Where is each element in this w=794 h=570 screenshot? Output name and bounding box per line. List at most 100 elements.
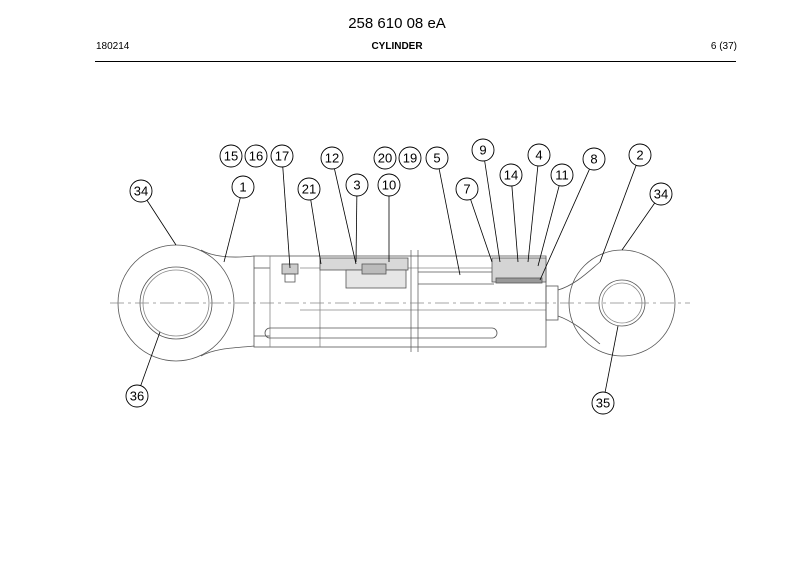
callout-label: 2 (636, 148, 643, 163)
callout-circle (129, 179, 153, 203)
leader-line (334, 168, 357, 265)
callout-label: 12 (325, 151, 339, 166)
callout-4: 4 (527, 143, 551, 167)
callout-label: 14 (504, 168, 518, 183)
callout-label: 8 (590, 152, 597, 167)
leader-line (438, 168, 461, 276)
callout-34: 34 (649, 182, 673, 206)
callout-label: 21 (302, 182, 316, 197)
right-neck-bottom (557, 315, 601, 345)
leader-line (282, 166, 291, 269)
leader-line (223, 197, 241, 263)
piston-seal (361, 263, 387, 275)
gland-seals (495, 277, 543, 284)
callout-36: 36 (125, 384, 149, 408)
callout-1: 1 (231, 175, 255, 199)
leader-line (146, 200, 177, 246)
callout-circle (373, 146, 397, 170)
callout-label: 16 (249, 149, 263, 164)
callout-16: 16 (244, 144, 268, 168)
callout-label: 9 (479, 143, 486, 158)
callout-circle (345, 173, 369, 197)
callout-label: 17 (275, 149, 289, 164)
page-number: 6 (37) (710, 41, 737, 52)
callout-19: 19 (398, 146, 422, 170)
callout-circle (125, 384, 149, 408)
callout-9: 9 (471, 138, 495, 162)
leader-line (599, 165, 637, 263)
leader-line (484, 160, 501, 263)
callout-circle (297, 177, 321, 201)
callout-label: 3 (353, 178, 360, 193)
callout-bubbles: 15 16 17 12 20 19 5 9 4 8 2 34 1 21 3 10 7 14 11 34 36 35 (125, 138, 673, 415)
callout-label: 5 (433, 151, 440, 166)
leader-line (539, 168, 590, 281)
left-eye-bushing (142, 269, 210, 337)
header-rule (95, 61, 736, 62)
callout-12: 12 (320, 146, 344, 170)
callout-15: 15 (219, 144, 243, 168)
callout-circle (270, 144, 294, 168)
callout-circle (320, 146, 344, 170)
callout-circle (628, 143, 652, 167)
callout-circle (219, 144, 243, 168)
callout-circle (550, 163, 574, 187)
callout-label: 19 (403, 151, 417, 166)
callout-34: 34 (129, 179, 153, 203)
callout-circle (527, 143, 551, 167)
left-neck-bottom (200, 345, 255, 357)
callout-10: 10 (377, 173, 401, 197)
callout-8: 8 (582, 147, 606, 171)
callout-21: 21 (297, 177, 321, 201)
date-code: 180214 (96, 41, 130, 52)
left-eye-bore (139, 266, 213, 340)
callout-circle (499, 163, 523, 187)
leader-line (310, 199, 322, 265)
callout-3: 3 (345, 173, 369, 197)
leader-lines (140, 160, 656, 393)
leader-line (140, 331, 161, 386)
callout-17: 17 (270, 144, 294, 168)
callout-label: 34 (654, 187, 668, 202)
callout-20: 20 (373, 146, 397, 170)
callout-7: 7 (455, 177, 479, 201)
callout-label: 20 (378, 151, 392, 166)
callout-5: 5 (425, 146, 449, 170)
page-title: CYLINDER (371, 41, 423, 52)
callout-circle (649, 182, 673, 206)
leader-line (604, 325, 619, 393)
fitting-body (284, 273, 296, 283)
oil-tube (264, 327, 498, 339)
leader-line (537, 185, 560, 267)
callout-14: 14 (499, 163, 523, 187)
callout-circle (377, 173, 401, 197)
leader-line (470, 199, 493, 263)
callout-label: 36 (130, 389, 144, 404)
callout-label: 1 (239, 180, 246, 195)
left-neck-top (200, 249, 255, 258)
callout-label: 15 (224, 149, 238, 164)
callout-label: 11 (555, 168, 569, 183)
callout-label: 34 (134, 184, 148, 199)
callout-11: 11 (550, 163, 574, 187)
callout-label: 35 (596, 396, 610, 411)
callout-circle (425, 146, 449, 170)
leader-line (355, 195, 358, 263)
cylinder-outline (117, 244, 676, 362)
callout-circle (231, 175, 255, 199)
callout-circle (455, 177, 479, 201)
callout-label: 7 (463, 182, 470, 197)
callout-circle (244, 144, 268, 168)
callout-circle (471, 138, 495, 162)
callout-35: 35 (591, 391, 615, 415)
leader-line (527, 165, 539, 263)
document-number: 258 610 08 eA (348, 15, 446, 32)
callout-label: 10 (382, 178, 396, 193)
leader-line (511, 185, 519, 263)
callout-label: 4 (535, 148, 542, 163)
callout-circle (398, 146, 422, 170)
callout-2: 2 (628, 143, 652, 167)
callout-circle (591, 391, 615, 415)
leader-line (621, 202, 656, 251)
